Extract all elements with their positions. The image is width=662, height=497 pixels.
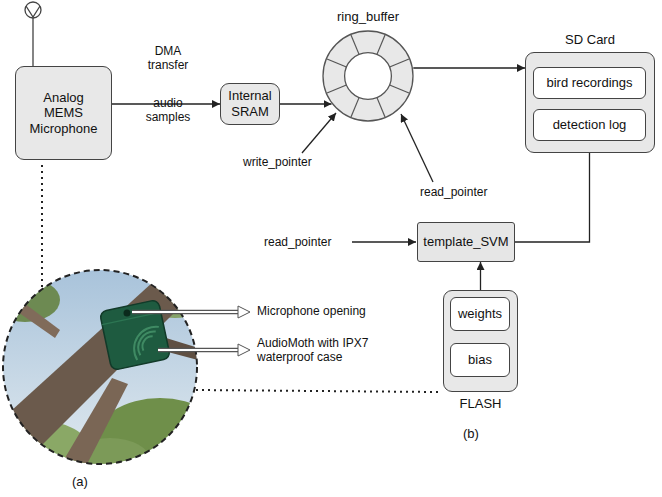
node-heading: FLASH	[460, 396, 502, 412]
signal-label: audio samples	[136, 96, 200, 125]
leader-arrow	[132, 306, 250, 318]
pointer-label: read_pointer	[264, 235, 331, 249]
node-text: template_SVM	[423, 234, 508, 250]
ring-outline	[322, 30, 414, 122]
sd-card-box: bird recordingsdetection logSD Card	[525, 52, 655, 153]
node-heading: SD Card	[565, 32, 615, 48]
node-text: bias	[468, 352, 492, 368]
connector-arrow	[280, 103, 332, 104]
pointer-label: read_pointer	[420, 185, 487, 199]
dotted-leader	[41, 165, 43, 290]
microphone-box: Analog MEMS Microphone	[15, 66, 112, 160]
connector-arrow	[480, 262, 481, 290]
dotted-leader	[196, 390, 438, 392]
parameter-box: weights	[450, 297, 510, 331]
edge-label: DMA transfer	[136, 44, 200, 73]
node-text: bird recordings	[547, 75, 633, 91]
antenna-symbol	[25, 2, 41, 66]
connector-arrow	[413, 67, 525, 68]
node-text: detection log	[553, 117, 627, 133]
photo-frame	[3, 270, 197, 464]
panel-label: (b)	[463, 426, 479, 442]
file-box: bird recordings	[533, 67, 646, 99]
leader-arrow	[158, 344, 250, 356]
callout-label: Microphone opening	[257, 304, 366, 318]
pointer-arrow	[401, 114, 433, 182]
pointer-arrow	[352, 241, 416, 242]
node-text: Analog MEMS Microphone	[27, 90, 101, 137]
connector-arrow	[515, 141, 590, 242]
flash-box: weightsbiasFLASH	[443, 290, 518, 392]
ring-buffer-circle: ring_buffer	[322, 30, 414, 122]
node-text: weights	[458, 306, 502, 322]
node-heading: ring_buffer	[337, 9, 399, 25]
classifier-box: template_SVM	[417, 222, 515, 262]
pointer-label: write_pointer	[243, 155, 312, 169]
file-box: detection log	[533, 109, 646, 141]
pointer-arrow	[302, 113, 336, 153]
node-text: Internal SRAM	[225, 88, 275, 119]
callout-label: AudioMoth with IPX7 waterproof case	[257, 336, 407, 365]
photo-illustration	[0, 262, 225, 482]
parameter-box: bias	[450, 343, 510, 377]
memory-box: Internal SRAM	[220, 83, 280, 125]
panel-label: (a)	[72, 474, 88, 490]
